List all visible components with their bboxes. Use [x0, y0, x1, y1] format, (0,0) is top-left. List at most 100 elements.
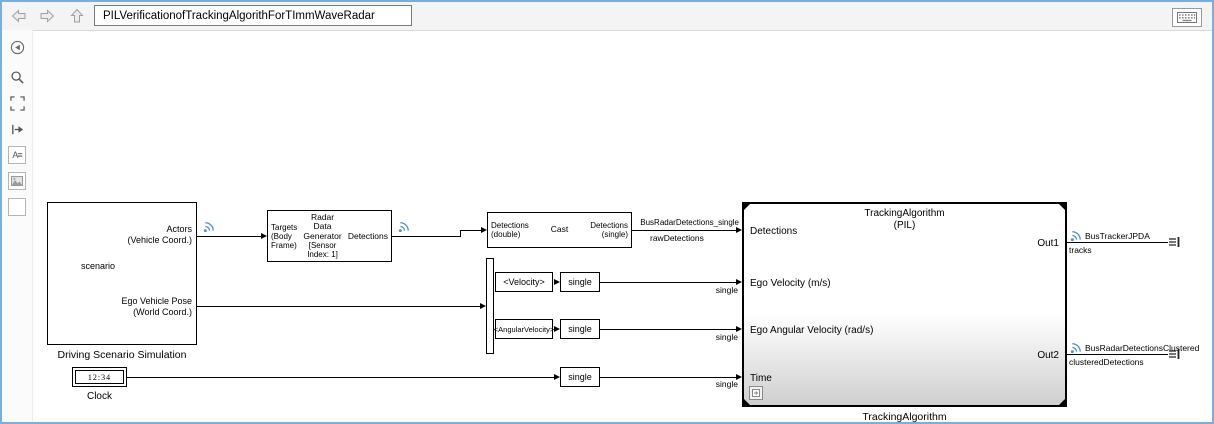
signal-arrowhead[interactable] [736, 326, 742, 332]
signal-arrowhead[interactable] [554, 279, 560, 285]
signal-line[interactable] [632, 230, 736, 231]
cast-out-label: Detections (single) [590, 221, 628, 239]
browser-toggle-icon [10, 40, 24, 54]
port-label-targets: Targets (Body Frame) [271, 222, 298, 250]
back-button[interactable] [10, 7, 28, 25]
signal-label-single: single [715, 285, 738, 295]
step-forward-button[interactable] [8, 120, 26, 138]
signal-label-single: single [715, 332, 738, 342]
pil-badge-icon [749, 386, 763, 400]
angular-velocity-tag-label: <AngularVelocity> [493, 324, 555, 334]
tracking-output-out1: Out1 [1037, 238, 1059, 249]
empty-box-button[interactable] [8, 198, 26, 216]
driving-scenario-caption: Driving Scenario Simulation [57, 349, 187, 361]
pil-corner-mark [1058, 203, 1066, 211]
tracking-caption: TrackingAlgorithm [862, 411, 947, 423]
clock-block[interactable]: 12:34 [72, 367, 127, 387]
radar-title: Radar Data Generator [303, 211, 342, 241]
signal-label-bus-radar-detections-single: BusRadarDetections_single [640, 218, 739, 227]
up-to-parent-button[interactable] [68, 7, 86, 25]
signal-arrowhead[interactable] [261, 233, 267, 239]
signal-log-terminal[interactable] [1168, 235, 1182, 254]
cast-block[interactable]: Detections (double) Cast Detections (sin… [487, 212, 632, 248]
signal-label-single: single [715, 379, 738, 389]
signal-line[interactable] [127, 377, 554, 378]
signal-line[interactable] [600, 282, 736, 283]
log-lines-icon [1169, 349, 1180, 359]
signal-label-bus-tracker-jpda: BusTrackerJPDA [1085, 231, 1150, 241]
breadcrumb-model-name[interactable]: PILVerificationofTrackingAlgorithForTImm… [94, 5, 412, 26]
keyboard-shortcuts-button[interactable] [1172, 8, 1202, 27]
palette-sidebar: A≡ [2, 30, 33, 422]
tracking-output-out2: Out2 [1037, 350, 1059, 361]
single-conversion-block-3[interactable]: single [560, 367, 600, 387]
single-conversion-block-1[interactable]: single [560, 272, 600, 292]
text-annotation-button[interactable]: A≡ [8, 146, 26, 164]
signal-line[interactable] [1067, 242, 1168, 243]
signal-arrowhead[interactable] [481, 227, 487, 233]
signal-label-tracks: tracks [1069, 245, 1092, 255]
streamed-signal-badge[interactable] [203, 220, 216, 238]
signal-arrowhead[interactable] [480, 303, 486, 309]
label-scenario: scenario [81, 261, 116, 271]
clock-caption: Clock [86, 391, 112, 402]
signal-line[interactable] [1067, 354, 1168, 355]
velocity-signal-tag[interactable]: <Velocity> [495, 272, 553, 292]
log-lines-icon [1169, 237, 1180, 247]
wifi-icon [1070, 231, 1081, 242]
signal-arrowhead[interactable] [736, 227, 742, 233]
signal-label-raw-detections: rawDetections [650, 233, 704, 243]
step-forward-icon [11, 124, 23, 134]
tracking-algorithm-block[interactable]: TrackingAlgorithm (PIL) Detections Ego V… [742, 202, 1067, 407]
cast-title: Cast [550, 224, 569, 235]
radar-data-generator-block[interactable]: Targets (Body Frame) Radar Data Generato… [267, 210, 392, 262]
streamed-signal-badge[interactable] [398, 220, 411, 238]
forward-button[interactable] [38, 7, 56, 25]
signal-label-clustered-detections: clusteredDetections [1069, 357, 1144, 367]
text-annotation-icon: A≡ [12, 150, 22, 160]
signal-line[interactable] [197, 236, 261, 237]
signal-arrowhead[interactable] [736, 374, 742, 380]
signal-line[interactable] [460, 230, 481, 231]
single-conversion-block-2[interactable]: single [560, 319, 600, 339]
back-arrow-icon [11, 9, 26, 23]
up-arrow-icon [70, 8, 84, 23]
streamed-signal-badge[interactable] [1070, 341, 1083, 359]
signal-line[interactable] [197, 306, 480, 307]
toolbar: PILVerificationofTrackingAlgorithForTImm… [2, 2, 1212, 31]
zoom-button[interactable] [8, 68, 26, 86]
wifi-icon [398, 222, 409, 233]
port-label-detections: Detections [347, 231, 388, 241]
signal-label-bus-radar-detections-clustered: BusRadarDetectionsClustered [1085, 343, 1200, 353]
pil-corner-mark [1058, 398, 1066, 406]
tracking-input-time: Time [750, 373, 772, 384]
port-label-actors: Actors (Vehicle Coord.) [127, 224, 192, 245]
signal-line[interactable] [392, 236, 461, 237]
single-conversion-label: single [568, 372, 592, 382]
pil-corner-mark [743, 203, 751, 211]
signal-line[interactable] [600, 377, 736, 378]
signal-arrowhead[interactable] [554, 374, 560, 380]
velocity-tag-label: <Velocity> [503, 277, 545, 287]
fit-to-view-button[interactable] [8, 94, 26, 112]
streamed-signal-badge[interactable] [1070, 229, 1083, 247]
driving-scenario-block[interactable]: Actors (Vehicle Coord.) scenario Ego Veh… [47, 202, 197, 345]
browser-toggle-button[interactable] [8, 38, 26, 56]
signal-arrowhead[interactable] [736, 279, 742, 285]
keyboard-icon [1177, 12, 1197, 23]
port-label-ego-pose: Ego Vehicle Pose (World Coord.) [121, 296, 192, 317]
tracking-title: TrackingAlgorithm (PIL) [864, 208, 945, 231]
signal-arrowhead[interactable] [554, 326, 560, 332]
tracking-input-ego-angular-velocity: Ego Angular Velocity (rad/s) [750, 325, 874, 336]
clock-display: 12:34 [75, 370, 124, 384]
angular-velocity-signal-tag[interactable]: <AngularVelocity> [493, 319, 555, 339]
signal-line[interactable] [460, 230, 461, 237]
wifi-icon [1070, 343, 1081, 354]
tracking-input-ego-velocity: Ego Velocity (m/s) [750, 278, 831, 289]
bus-selector-block[interactable] [486, 258, 494, 354]
signal-log-terminal[interactable] [1168, 347, 1182, 366]
signal-line[interactable] [600, 329, 736, 330]
image-annotation-button[interactable] [8, 172, 26, 190]
zoom-icon [10, 70, 24, 84]
